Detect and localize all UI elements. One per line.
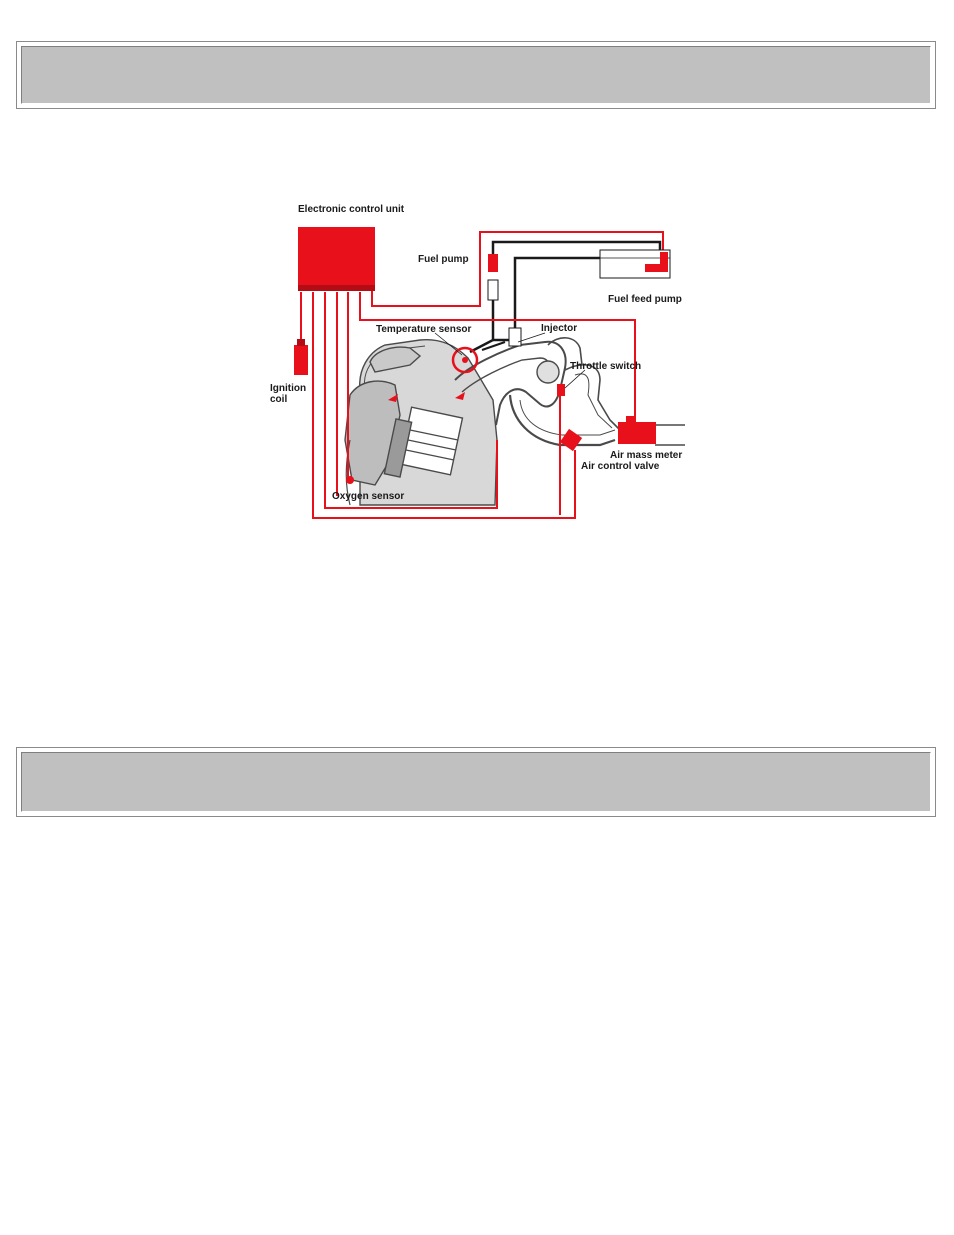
label-temperature-sensor: Temperature sensor (376, 324, 472, 335)
throttle-switch-unit (557, 384, 565, 396)
label-air-control-valve: Air control valve (581, 461, 660, 472)
label-fuel-pump: Fuel pump (418, 254, 469, 265)
header-bar-top-panel (21, 46, 931, 104)
ignition-coil (294, 339, 308, 375)
leader-lines (434, 332, 586, 389)
label-ignition-coil-line2: coil (270, 394, 287, 405)
fuel-pump-unit (487, 254, 499, 301)
header-bar-top (16, 41, 936, 109)
electronic-control-unit (298, 227, 375, 291)
label-ignition-coil-line1: Ignition (270, 383, 306, 394)
oxygen-sensor-unit (346, 476, 354, 484)
label-injector: Injector (541, 323, 577, 334)
temperature-sensor-marker (451, 346, 479, 374)
header-bar-bottom (16, 747, 936, 817)
air-mass-meter-unit (618, 416, 656, 444)
label-air-mass-meter: Air mass meter (610, 450, 682, 461)
label-throttle-switch: Throttle switch (570, 361, 641, 372)
label-ecu: Electronic control unit (298, 204, 405, 215)
header-bar-bottom-panel (21, 752, 931, 812)
injector-unit (508, 327, 522, 347)
label-fuel-feed-pump: Fuel feed pump (608, 294, 682, 305)
label-oxygen-sensor: Oxygen sensor (332, 491, 404, 502)
fuel-injection-diagram: Electronic control unit Fuel pump Fuel f… (270, 204, 685, 519)
engine-block (344, 337, 685, 506)
fuel-tank (599, 249, 671, 279)
wiring-harness (300, 231, 664, 519)
air-control-valve-unit (559, 428, 583, 452)
